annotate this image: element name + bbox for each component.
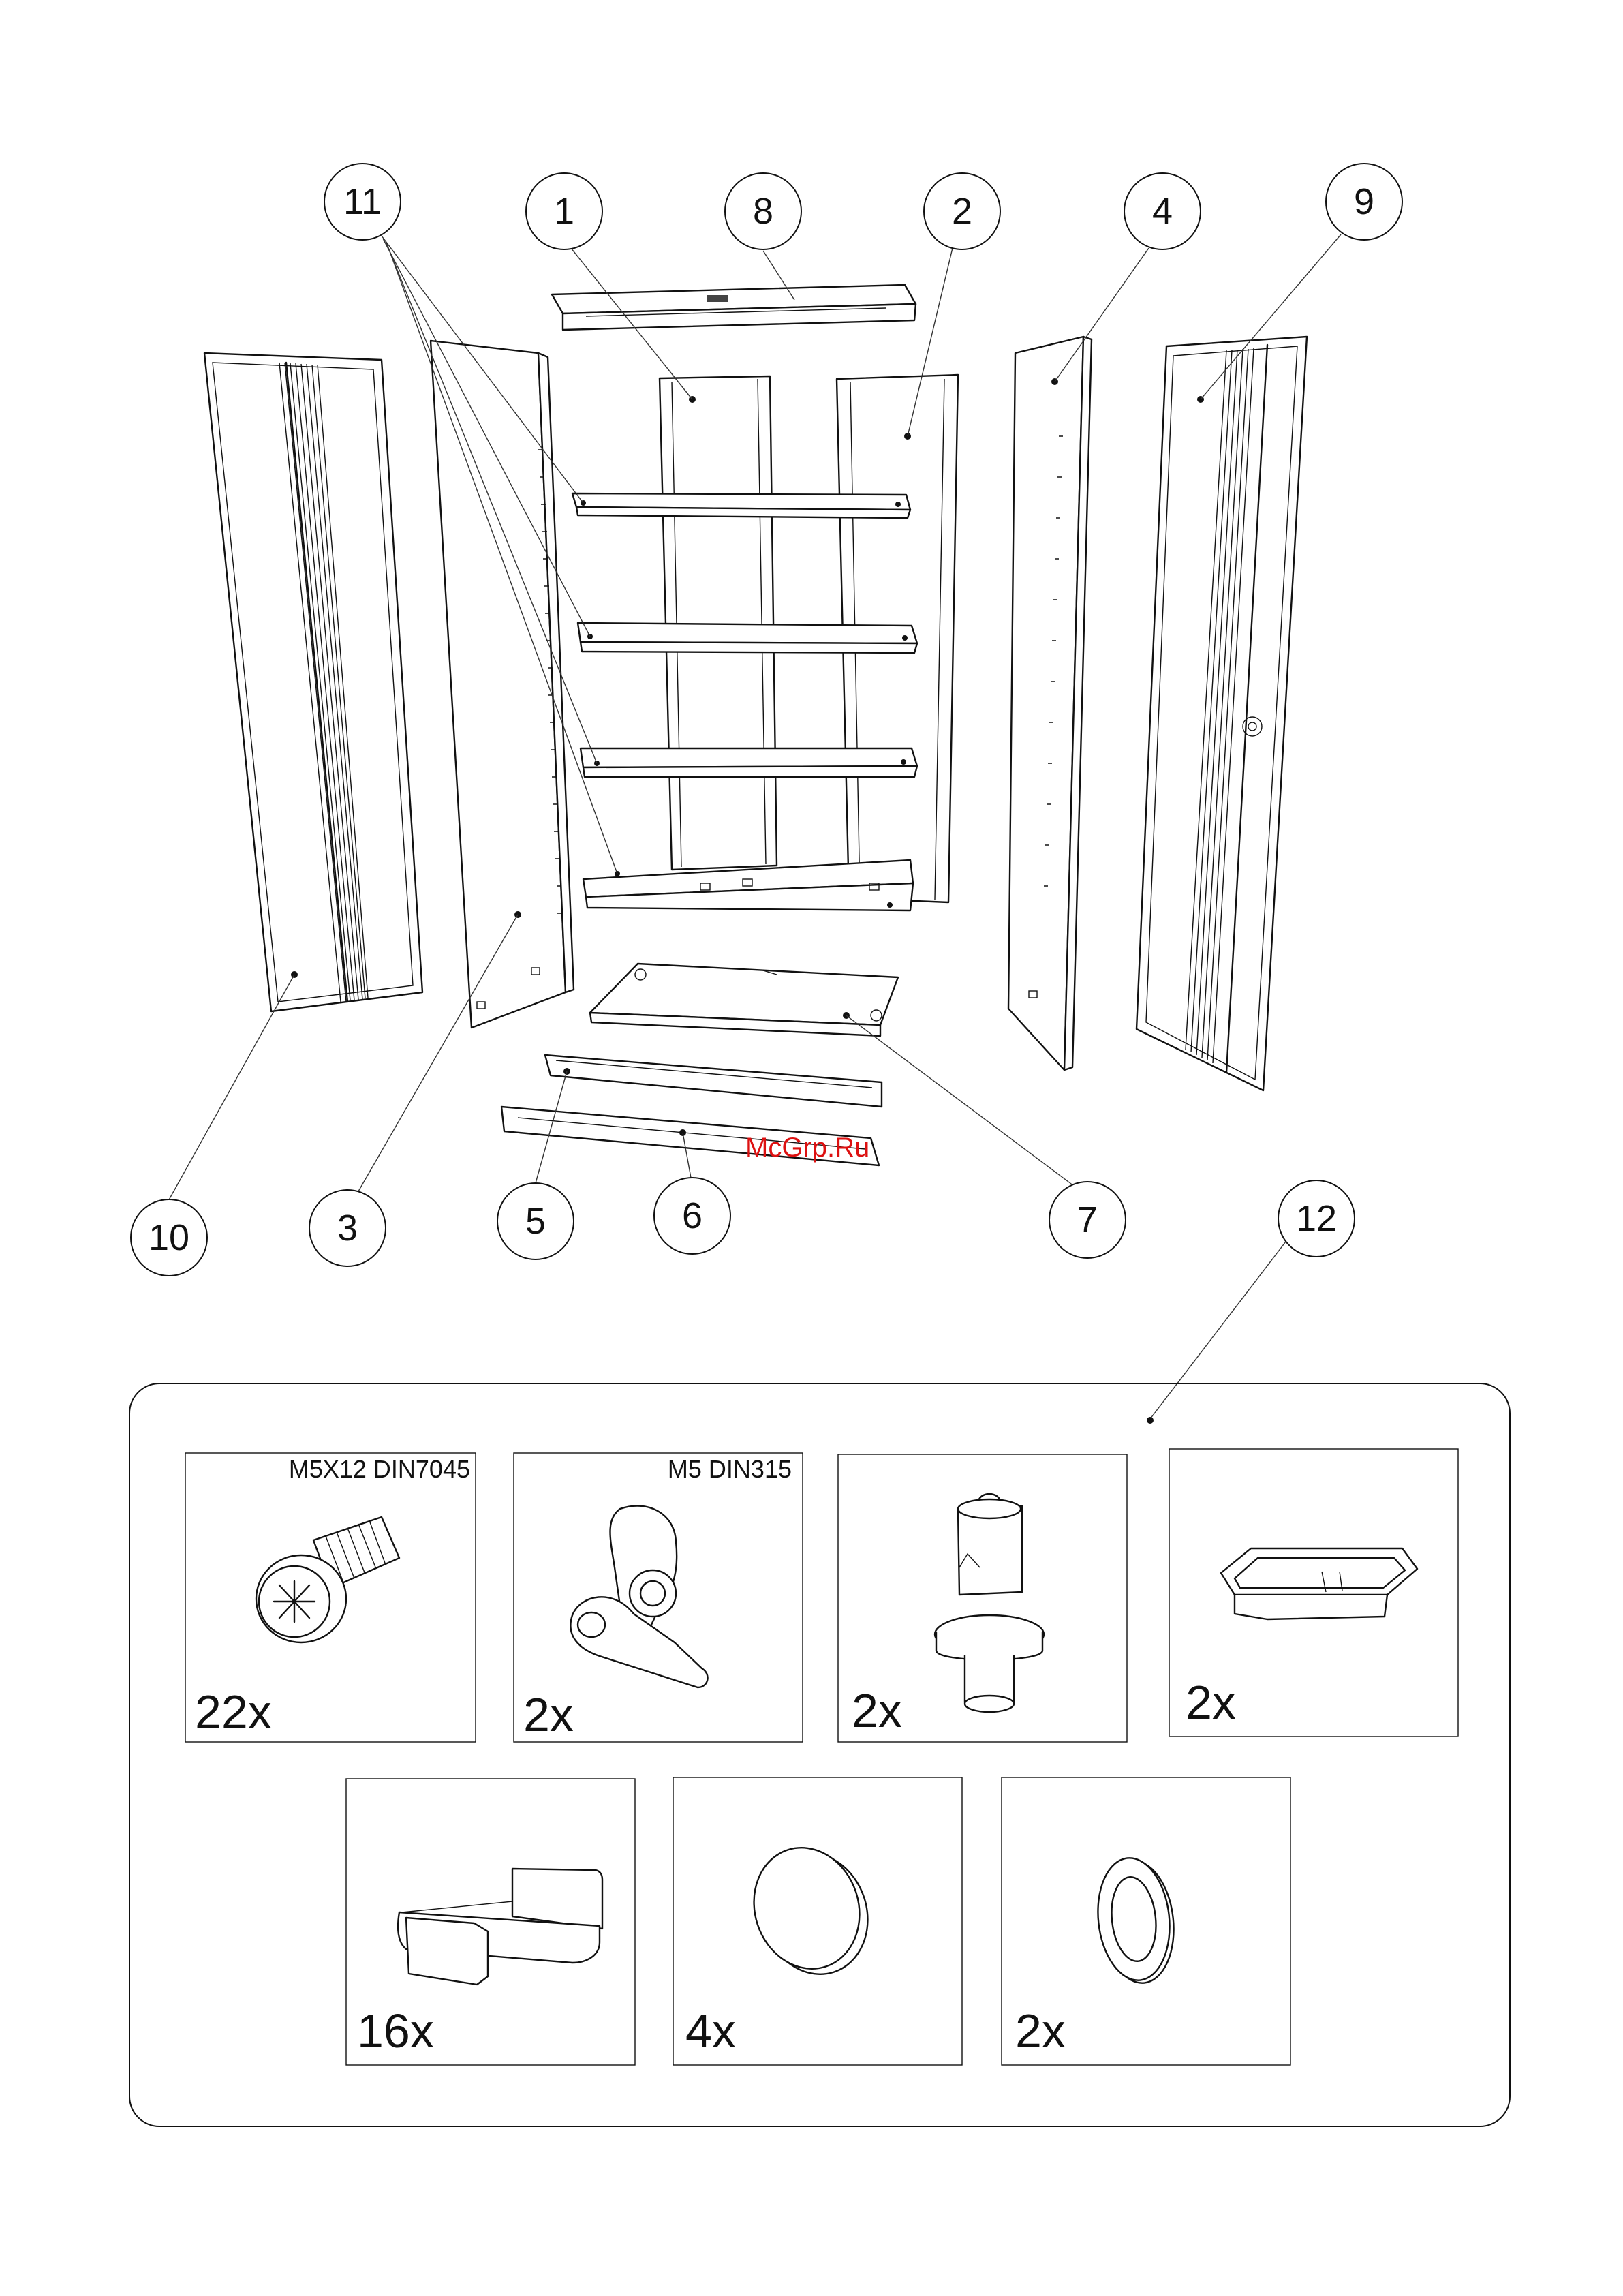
leveling-foot-icon [935,1494,1044,1712]
qty-round-pad: 4x [685,2004,736,2057]
callout-5-text: 5 [525,1201,546,1242]
callout-4: 4 [1124,173,1201,249]
spec-wing-nut: M5 DIN315 [668,1455,792,1483]
callout-9: 9 [1326,164,1402,240]
washer-ring-icon [1092,1854,1179,1987]
part-9-right-door [1137,337,1307,1090]
callout-10-text: 10 [149,1217,189,1258]
callout-3: 3 [309,1190,386,1266]
callout-6-text: 6 [682,1195,702,1236]
callout-4-text: 4 [1152,191,1173,232]
qty-wing-nut: 2x [523,1688,574,1741]
qty-shelf-clip: 16x [357,2004,434,2057]
callout-3-text: 3 [337,1208,358,1249]
qty-screw: 22x [195,1685,272,1739]
spec-screw: M5X12 DIN7045 [289,1455,470,1483]
qty-washer: 2x [1015,2004,1066,2057]
callout-7-text: 7 [1077,1199,1098,1240]
watermark-text: McGrp.Ru [745,1133,869,1163]
callout-9-text: 9 [1354,181,1374,222]
hardware-kit-panel: M5X12 DIN7045 M5 DIN315 22x 2x 2x 2x 16x… [129,1383,1510,2126]
callout-1: 1 [526,173,602,249]
callout-7: 7 [1049,1182,1126,1258]
callout-6: 6 [654,1178,730,1254]
callout-12-text: 12 [1296,1198,1337,1239]
callout-8-text: 8 [753,191,773,232]
pan-head-screw-icon [256,1517,399,1642]
callout-11: 11 [324,164,401,240]
qty-leveling-foot: 2x [852,1684,902,1737]
round-pad-icon [739,1834,883,1988]
wing-nut-icon [570,1506,707,1687]
callout-2: 2 [924,173,1000,249]
callout-10: 10 [131,1199,207,1276]
part-7-bottom-plate [590,964,898,1036]
part-5-front-rail [545,1055,882,1107]
callout-12: 12 [1278,1180,1355,1257]
exploded-cabinet-view [204,285,1307,1165]
part-4-right-side-panel [1008,337,1092,1070]
callout-2-text: 2 [952,191,972,232]
part-10-left-door [204,353,422,1011]
shelf-clip-icon [398,1869,602,1985]
callout-5: 5 [497,1183,574,1259]
callout-11-text: 11 [343,181,382,222]
callout-1-text: 1 [554,191,574,232]
qty-handle: 2x [1186,1676,1236,1729]
part-3-left-side-panel [431,341,574,1028]
callout-8: 8 [725,173,801,249]
recessed-handle-icon [1221,1548,1417,1619]
